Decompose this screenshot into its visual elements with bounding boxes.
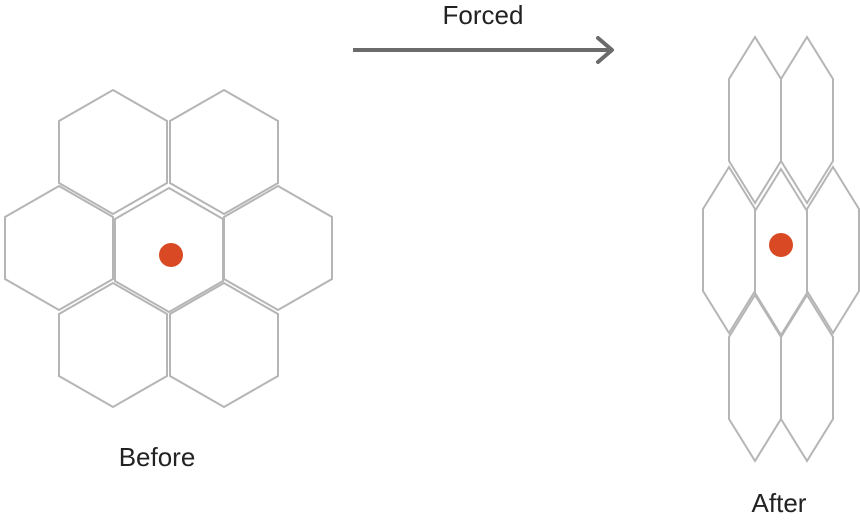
before-hexagon <box>4 184 114 312</box>
arrow-label: Forced <box>442 0 524 30</box>
before-hexagon <box>58 281 168 409</box>
before-hexagon <box>58 88 168 216</box>
after-label: After <box>751 488 807 518</box>
before-hexagon <box>169 281 279 409</box>
forced-arrow <box>353 36 614 64</box>
after-hexagon <box>702 165 756 335</box>
before-center-dot <box>159 243 183 267</box>
before-hexagon <box>223 184 333 312</box>
after-hexagon <box>780 35 834 205</box>
before-hex-cluster <box>4 88 333 409</box>
before-hexagon <box>169 88 279 216</box>
after-hexagon <box>780 293 834 463</box>
after-center-dot <box>769 233 793 257</box>
before-label: Before <box>118 442 196 472</box>
after-hex-cluster <box>702 35 860 463</box>
after-hexagon <box>806 165 860 335</box>
